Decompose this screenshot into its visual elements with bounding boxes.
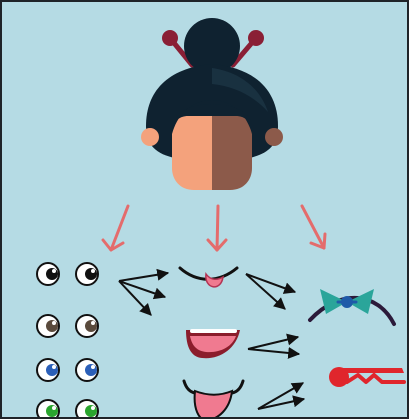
mouth-tongue[interactable] [180,268,237,287]
ear-right [265,128,283,146]
mouth-wide-smile[interactable] [184,381,243,419]
face-left [172,116,212,190]
eyes-green[interactable] [37,400,98,419]
guide-arrows [103,206,325,250]
arrow-middle [208,206,226,250]
ear-left [141,128,159,146]
mouth-open[interactable] [186,330,240,358]
eyes-black[interactable] [37,263,98,285]
hair-clip[interactable] [329,367,404,387]
accessory-options [310,289,404,387]
face-right [212,116,252,190]
eyes-options [37,263,98,419]
mouth-options [180,268,243,419]
bow-headband[interactable] [310,289,394,324]
character [141,18,283,190]
arrow-right [302,206,325,248]
eyes-blue[interactable] [37,359,98,381]
eyes-brown[interactable] [37,315,98,337]
arrow-left [103,206,128,250]
